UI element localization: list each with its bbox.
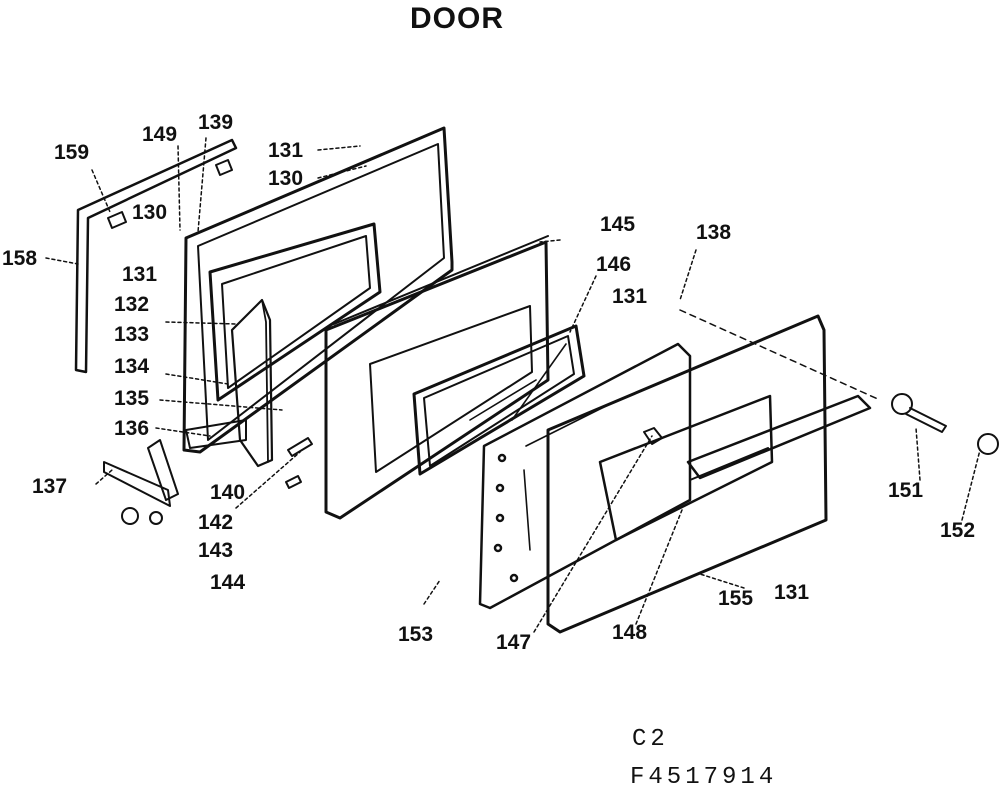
callout-140: 140 (210, 481, 246, 504)
door-window-inner (221, 235, 371, 389)
callout-152: 152 (940, 519, 976, 542)
hinge-roller (121, 507, 163, 525)
callout-143: 143 (198, 539, 234, 562)
glass-reflection (469, 343, 567, 421)
outer-door-window (598, 394, 774, 542)
callout-133: 133 (114, 323, 150, 346)
outer-door-155 (546, 314, 828, 634)
callout-131-top: 131 (268, 139, 304, 162)
hinge-137 (103, 439, 179, 507)
screw-142 (287, 437, 313, 457)
callout-153: 153 (398, 623, 434, 646)
door-window-opening (208, 222, 382, 402)
callout-158: 158 (2, 247, 38, 270)
callout-147: 147 (496, 631, 532, 654)
page-title: DOOR (410, 2, 504, 35)
callout-131-left: 131 (122, 263, 158, 286)
callout-131-bottom: 131 (774, 581, 810, 604)
callout-136: 136 (114, 417, 150, 440)
callout-159: 159 (54, 141, 90, 164)
callout-138: 138 (696, 221, 732, 244)
cap-152 (977, 433, 999, 455)
callout-135: 135 (114, 387, 150, 410)
door-panel-153 (324, 240, 550, 520)
door-liner-frame (182, 126, 454, 454)
callout-155: 155 (718, 587, 754, 610)
glass-pack-145 (412, 324, 586, 476)
clip-159 (107, 159, 233, 229)
door-liner-inner (197, 143, 445, 441)
callout-144: 144 (210, 571, 246, 594)
callout-131-mid: 131 (612, 285, 648, 308)
callout-137: 137 (32, 475, 68, 498)
part-code: F4517914 (630, 764, 778, 791)
callout-146: 146 (596, 253, 632, 276)
callout-139: 139 (198, 111, 234, 134)
callout-148: 148 (612, 621, 648, 644)
callout-149: 149 (142, 123, 178, 146)
callout-130-top: 130 (268, 167, 304, 190)
page-code: C2 (632, 726, 669, 753)
callout-132: 132 (114, 293, 150, 316)
callout-145: 145 (600, 213, 636, 236)
callout-130-left: 130 (132, 201, 168, 224)
inner-panel (478, 342, 692, 610)
callout-134: 134 (114, 355, 150, 378)
bracket-136 (185, 419, 247, 449)
clip-143 (285, 475, 302, 489)
callout-151: 151 (888, 479, 924, 502)
door-panel-window (369, 305, 533, 473)
handle-148 (686, 394, 872, 480)
callout-142: 142 (198, 511, 234, 534)
side-gasket-158 (74, 138, 238, 374)
screw-151 (891, 393, 947, 433)
